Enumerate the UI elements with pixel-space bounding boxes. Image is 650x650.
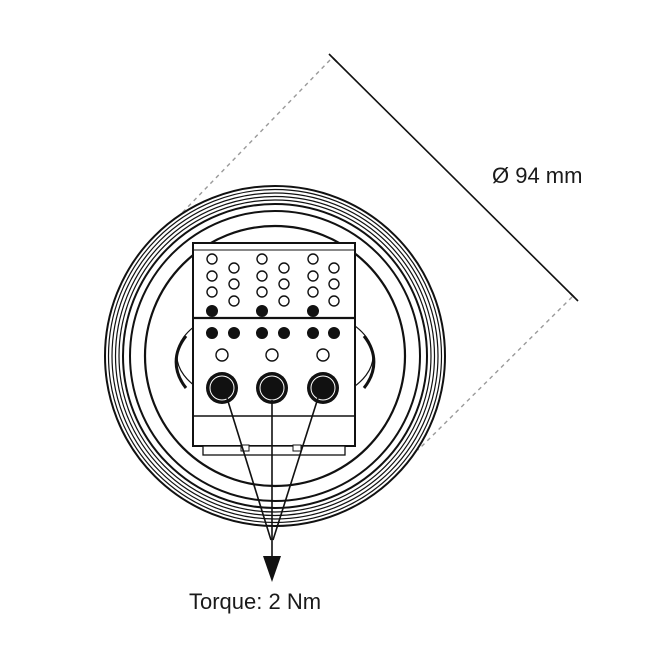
torque-arrow	[226, 397, 319, 582]
cable-glands	[206, 372, 339, 404]
terminal-block	[192, 242, 356, 456]
torque-label: Torque: 2 Nm	[189, 589, 322, 614]
outer-rings	[104, 185, 446, 527]
diameter-label: Ø 94 mm	[492, 163, 583, 188]
hex-screws	[215, 348, 330, 362]
upper-terminal-holes	[206, 253, 340, 307]
screw-holes	[206, 327, 340, 339]
upper-filled-holes	[206, 305, 319, 317]
dimension-line	[179, 53, 579, 451]
